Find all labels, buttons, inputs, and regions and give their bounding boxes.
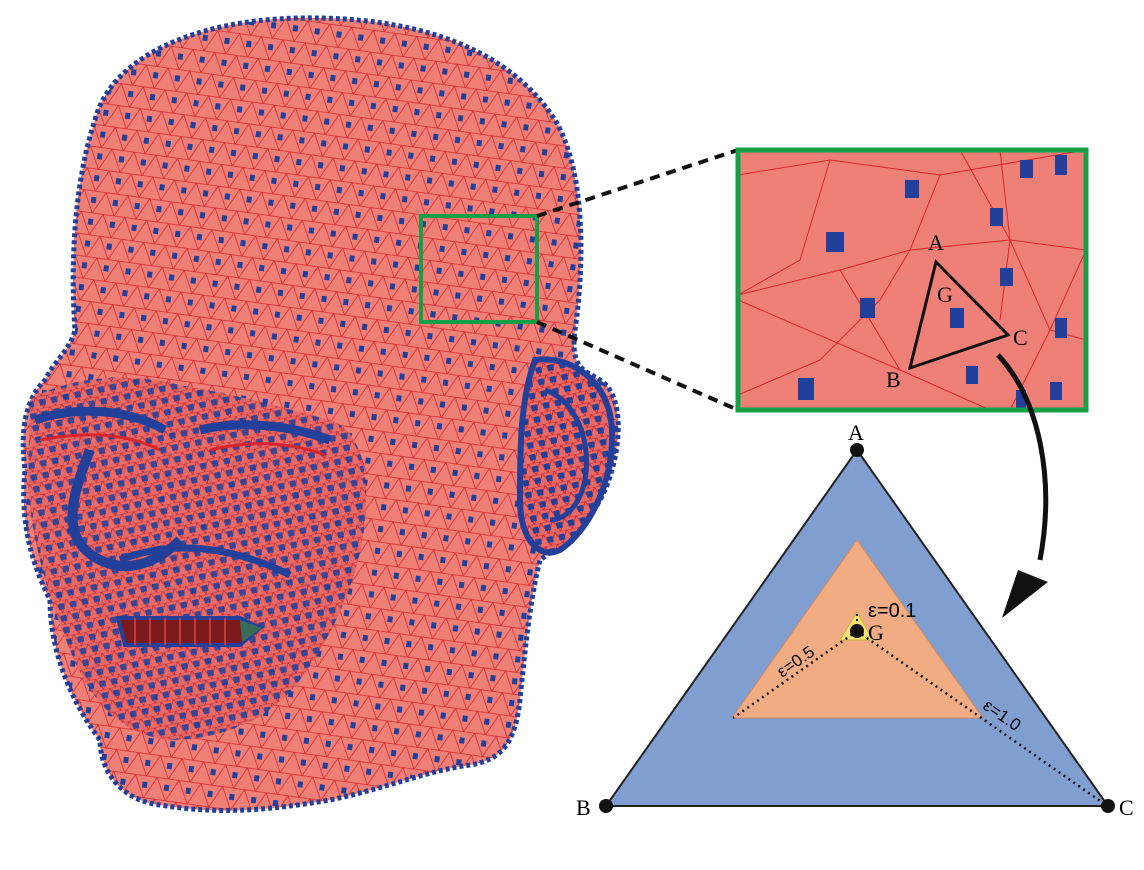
nose-line — [67, 448, 184, 572]
vertex-b-dot — [599, 799, 613, 813]
marker — [826, 232, 844, 252]
zoom-line-bottom — [536, 320, 739, 412]
curved-arrow-head — [1002, 570, 1048, 618]
barycentric-diagram: A B C G ε=0.1 ε=0.5 ε=1.0 — [576, 420, 1134, 820]
vertex-c-dot — [1101, 799, 1115, 813]
marker — [966, 366, 978, 384]
vertex-a-dot — [850, 443, 864, 457]
mouth — [115, 616, 264, 647]
marker — [905, 180, 919, 198]
marker — [798, 378, 814, 400]
zoom-mesh — [738, 150, 1086, 410]
marker — [1016, 390, 1026, 408]
marker — [1055, 155, 1067, 175]
epsilon-line-10 — [856, 629, 1107, 807]
face-region — [28, 377, 367, 740]
triangle-label-g: G — [868, 620, 884, 645]
head-mesh — [20, 15, 621, 813]
marker — [990, 208, 1003, 226]
left-eye — [33, 406, 168, 434]
marker — [1000, 268, 1013, 286]
marker — [1050, 382, 1062, 400]
curved-arrow-icon — [996, 353, 1049, 561]
zoom-panel-border — [735, 147, 1089, 413]
zoom-triangle — [907, 259, 1011, 371]
centroid-g-dot — [850, 624, 864, 638]
epsilon-label-01: ε=0.1 — [868, 600, 916, 622]
zoom-label-c: C — [1013, 325, 1028, 350]
triangle-label-c: C — [1119, 795, 1134, 820]
marker — [950, 308, 964, 328]
marker — [1020, 160, 1033, 178]
zoom-label-a: A — [928, 230, 944, 255]
ear — [516, 356, 616, 556]
triangle-label-a: A — [848, 420, 864, 445]
marker — [860, 298, 875, 318]
triangle-label-b: B — [576, 795, 591, 820]
highlight-box — [419, 214, 539, 324]
zoom-panel: A G C B — [735, 147, 1089, 413]
right-eye — [198, 420, 332, 445]
epsilon-line-05 — [732, 629, 858, 720]
zoom-label-b: B — [886, 367, 901, 392]
zoom-label-g: G — [937, 282, 953, 307]
marker — [1055, 318, 1067, 338]
zoom-line-top — [536, 148, 739, 218]
